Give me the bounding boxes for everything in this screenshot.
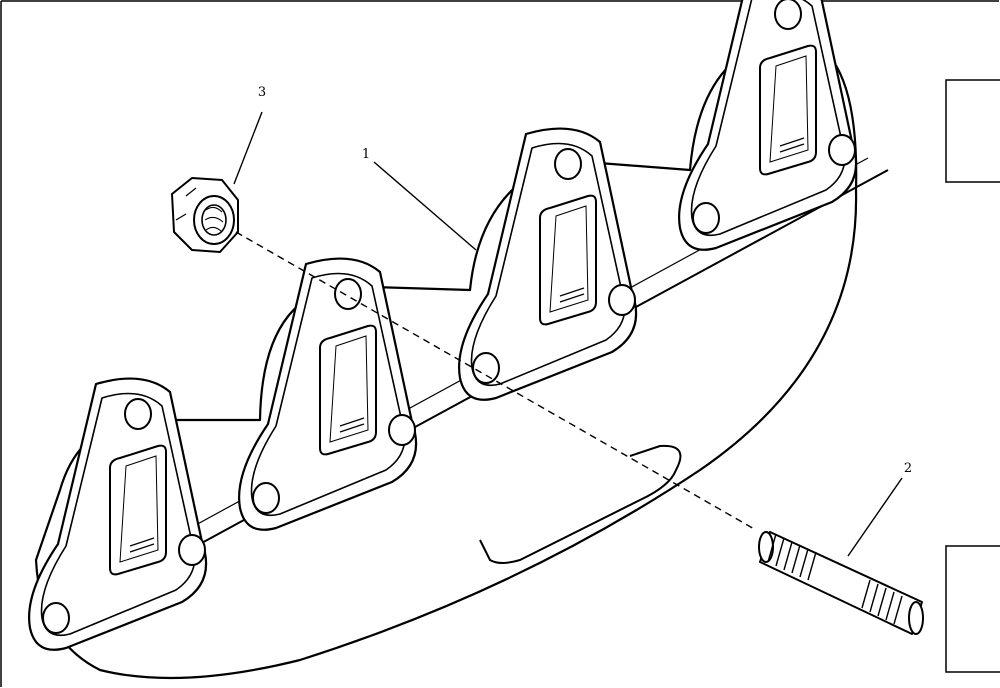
stud [758,531,924,635]
assembly-axis [235,231,757,531]
leader-lines [233,111,903,557]
callout-1: 1 [362,147,370,162]
callout-3: 3 [258,85,266,100]
flange-nut [171,177,239,253]
callout-2: 2 [904,461,912,476]
